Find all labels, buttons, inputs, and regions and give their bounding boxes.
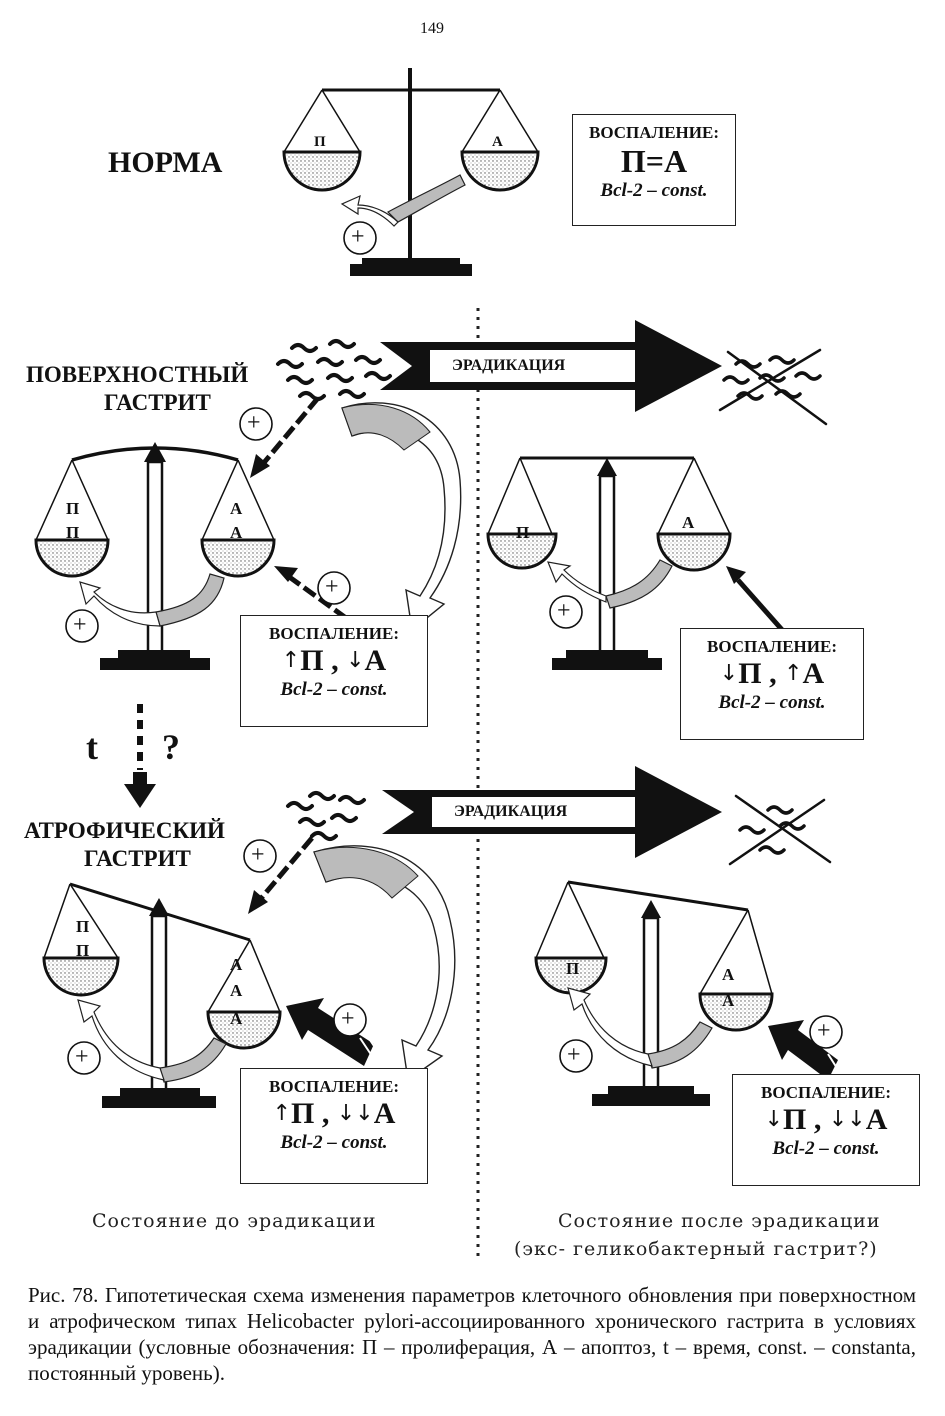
atrophic-after-scale [534, 880, 849, 1106]
atr-before-inflammation-box: ВОСПАЛЕНИЕ: ↑П , ↓↓А Bcl-2 – const. [240, 1068, 428, 1184]
figure-caption: Рис. 78. Гипотетическая схема изменения … [28, 1283, 916, 1385]
transition-question: ? [162, 727, 180, 767]
eradication-arrow-1 [380, 320, 722, 412]
norma-title: НОРМА [108, 146, 223, 179]
eradication-label-2: ЭРАДИКАЦИЯ [454, 803, 568, 820]
crossed-bacteria-2 [728, 794, 832, 866]
superficial-title-line1: ПОВЕРХНОСТНЫЙ [26, 362, 249, 387]
sup-after-pan-right: А [682, 513, 695, 532]
atr-before-box-title: ВОСПАЛЕНИЕ: [269, 1077, 399, 1096]
sup-before-pan-left-1: П [66, 499, 80, 518]
atr-after-a: А [865, 1103, 888, 1136]
bacteria-waves-2 [286, 791, 366, 841]
sup-after-box-formula: ↓П , ↑А [681, 657, 863, 692]
sup-after-p-arrows: ↓ [719, 661, 739, 686]
atr-after-box-bcl: Bcl-2 – const. [772, 1137, 880, 1159]
atr-after-p: П , [783, 1103, 822, 1136]
state-after-label-line1: Состояние после эрадикации [558, 1210, 881, 1232]
sup-before-plus-inner: + [73, 612, 87, 638]
atr-before-plus-right: + [341, 1006, 355, 1032]
atr-after-box-formula: ↓П , ↓↓А [733, 1103, 919, 1138]
state-after-label-line2: (экс- геликобактерный гастрит?) [514, 1238, 878, 1260]
sup-before-pan-right-1: А [230, 499, 243, 518]
norma-plus: + [351, 224, 365, 250]
atr-before-box-bcl: Bcl-2 – const. [280, 1131, 388, 1153]
atr-after-pan-right-1: А [722, 965, 735, 984]
atr-before-pan-right-1: А [230, 955, 243, 974]
atr-before-pan-right-3: А [230, 1009, 243, 1028]
atr-after-p-arrows: ↓ [764, 1107, 784, 1132]
eradication-label-1: ЭРАДИКАЦИЯ [452, 357, 566, 374]
norma-pan-right-label: А [492, 134, 503, 150]
sup-before-p-arrows: ↑ [281, 648, 301, 673]
sup-after-pan-left: П [516, 523, 530, 542]
atr-before-pan-right-2: А [230, 981, 243, 1000]
sup-before-box-title: ВОСПАЛЕНИЕ: [269, 624, 399, 643]
atr-before-box-formula: ↑П , ↓↓А [241, 1097, 427, 1132]
sup-after-a-arrows: ↑ [784, 661, 803, 686]
sup-before-pan-right-2: А [230, 523, 243, 542]
atr-before-pan-left-1: П [76, 917, 90, 936]
sup-after-plus: + [557, 598, 571, 624]
sup-before-pan-left-2: П [66, 523, 80, 542]
atr-before-plus-top: + [251, 842, 265, 868]
state-before-label: Состояние до эрадикации [92, 1210, 377, 1232]
bacteria-waves-1 [276, 339, 392, 401]
atr-after-plus-inner: + [567, 1042, 581, 1068]
atr-before-p-arrows: ↑ [272, 1101, 292, 1126]
sup-before-p: П , [300, 644, 339, 677]
atrophic-title-line1: АТРОФИЧЕСКИЙ [24, 818, 225, 843]
transition-arrow [124, 704, 156, 808]
sup-after-p: П , [738, 657, 777, 690]
eradication-arrow-2 [382, 766, 722, 858]
sup-after-a: А [802, 657, 825, 690]
transition-t: t [86, 727, 98, 767]
atr-after-plus-right: + [817, 1018, 831, 1044]
sup-before-inflammation-box: ВОСПАЛЕНИЕ: ↑П , ↓А Bcl-2 – const. [240, 615, 428, 727]
sup-before-plus-right: + [325, 574, 339, 600]
superficial-title-line2: ГАСТРИТ [104, 390, 211, 415]
sup-before-box-formula: ↑П , ↓А [241, 644, 427, 679]
page-number: 149 [420, 20, 444, 37]
crossed-bacteria-1 [718, 348, 828, 426]
norma-box-title: ВОСПАЛЕНИЕ: [589, 123, 719, 142]
atr-before-p: П , [291, 1097, 330, 1130]
sup-after-inflammation-box: ВОСПАЛЕНИЕ: ↓П , ↑А Bcl-2 – const. [680, 628, 864, 740]
norma-box-bcl: Bcl-2 – const. [600, 179, 708, 201]
norma-pan-left-label: П [314, 134, 326, 150]
atrophic-before-scale [42, 836, 383, 1108]
atr-after-box-title: ВОСПАЛЕНИЕ: [761, 1083, 891, 1102]
sup-before-box-bcl: Bcl-2 – const. [280, 678, 388, 700]
atr-before-plus-inner: + [75, 1044, 89, 1070]
atr-after-pan-right-2: А [722, 991, 735, 1010]
sup-after-box-title: ВОСПАЛЕНИЕ: [707, 637, 837, 656]
atr-before-pan-left-2: П [76, 941, 90, 960]
norma-inflammation-box: ВОСПАЛЕНИЕ: П=А Bcl-2 – const. [572, 114, 736, 226]
sup-after-box-bcl: Bcl-2 – const. [718, 691, 826, 713]
sup-before-a-arrows: ↓ [346, 648, 365, 673]
atr-after-pan-left: П [566, 959, 580, 978]
norma-box-formula: П=А [620, 143, 688, 179]
sup-before-plus-top: + [247, 410, 261, 436]
sup-before-a: А [364, 644, 387, 677]
atr-after-inflammation-box: ВОСПАЛЕНИЕ: ↓П , ↓↓А Bcl-2 – const. [732, 1074, 920, 1186]
atr-before-a: А [373, 1097, 396, 1130]
norma-scale [282, 68, 540, 276]
superficial-after-scale [486, 456, 786, 670]
atrophic-title-line2: ГАСТРИТ [84, 846, 191, 871]
atr-before-a-arrows: ↓↓ [336, 1101, 374, 1126]
superficial-before-scale [34, 396, 351, 670]
atr-after-a-arrows: ↓↓ [828, 1107, 866, 1132]
